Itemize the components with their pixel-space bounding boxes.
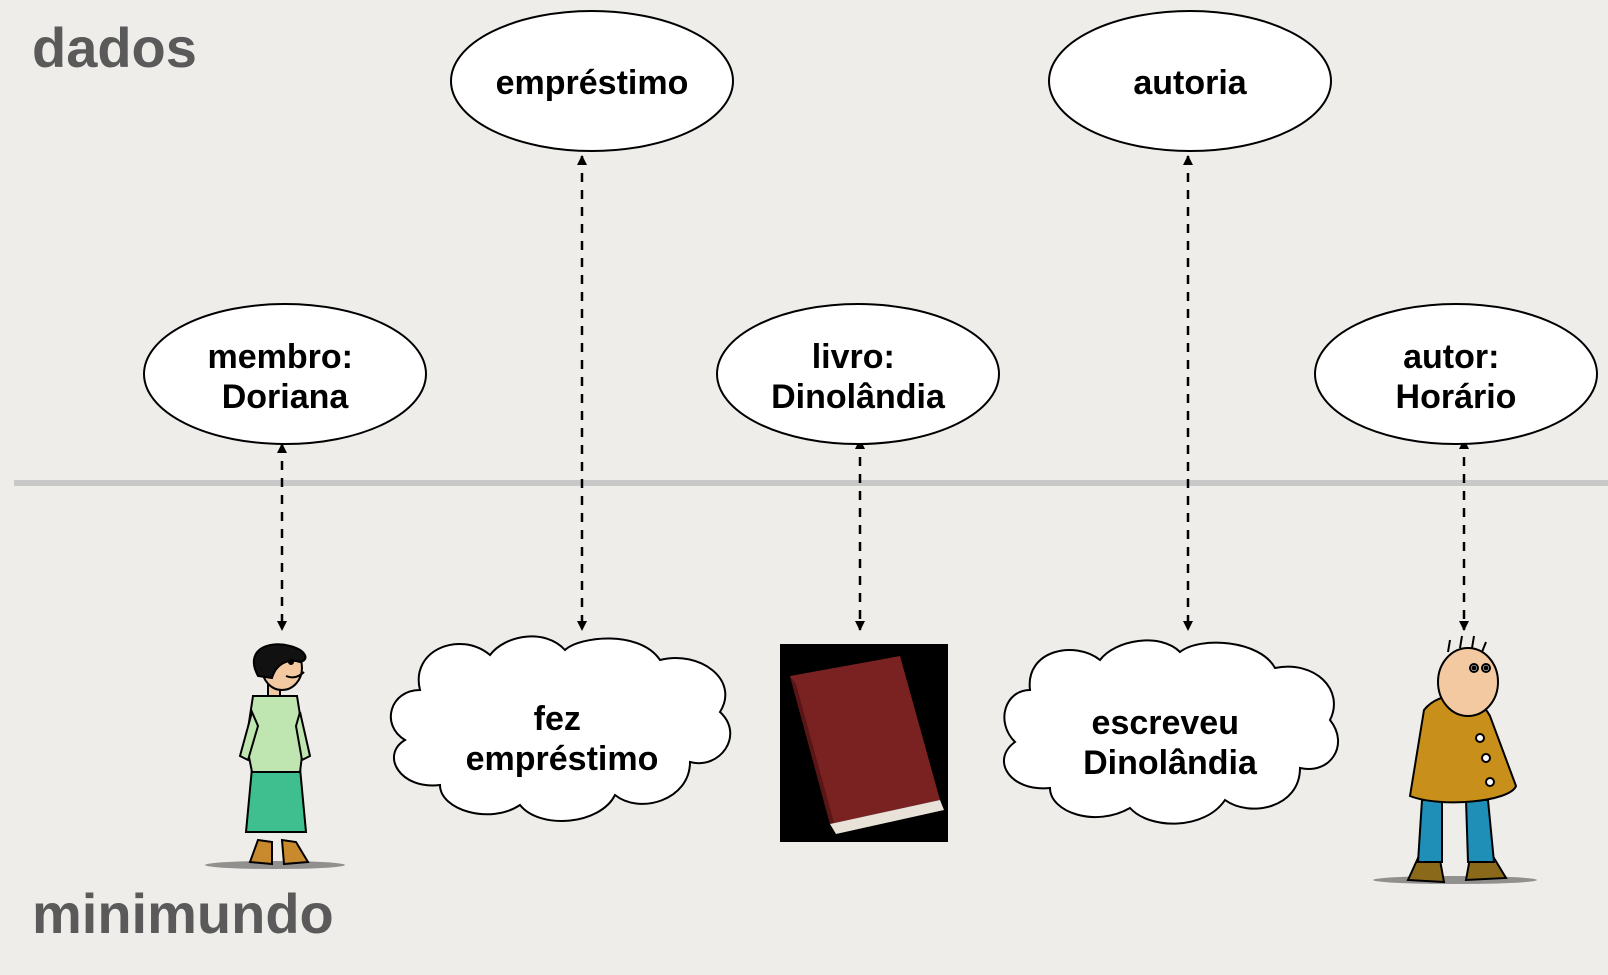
svg-text:membro: Doriana: membro: Doriana <box>208 338 363 416</box>
svg-text:livro: Dinolândia: livro: Dinolândia <box>771 338 946 416</box>
svg-text:autor: Horário: autor: Horário <box>1396 338 1517 416</box>
node-label-line: autor: <box>1403 338 1499 376</box>
node-label-line: empréstimo <box>496 64 689 102</box>
node-label-line: Doriana <box>222 378 350 416</box>
svg-text:escreveu Dinolândia: escreveu Dinolândia <box>1083 704 1258 782</box>
node-label-line: Horário <box>1396 378 1517 416</box>
book-icon <box>780 644 948 842</box>
svg-text:fez empréstimo: fez empréstimo <box>466 700 659 778</box>
node-label-line: livro: <box>812 338 895 376</box>
entity-node-autoria: autoria <box>1048 10 1332 152</box>
connectors <box>277 155 1469 631</box>
cloud-label-line: fez <box>534 700 581 738</box>
node-label-line: Dinolândia <box>771 378 946 416</box>
event-cloud-escreveu-dinolandia: escreveu Dinolândia <box>1003 639 1340 825</box>
entity-node-livro: livro: Dinolândia <box>716 303 1000 445</box>
data-layer-label: dados <box>32 16 197 79</box>
svg-text:autoria: autoria <box>1133 64 1247 102</box>
cloud-label-line: escreveu <box>1092 704 1239 742</box>
svg-text:empréstimo: empréstimo <box>496 64 689 102</box>
entity-node-membro: membro: Doriana <box>143 303 427 445</box>
woman-figure-icon <box>205 643 345 869</box>
event-cloud-fez-emprestimo: fez empréstimo <box>389 635 732 822</box>
cloud-label-line: Dinolândia <box>1083 744 1258 782</box>
entity-node-emprestimo: empréstimo <box>450 10 734 152</box>
cloud-label-line: empréstimo <box>466 740 659 778</box>
entity-node-autor: autor: Horário <box>1314 303 1598 445</box>
node-label-line: membro: <box>208 338 353 376</box>
miniworld-layer-label: minimundo <box>32 882 334 945</box>
node-label-line: autoria <box>1133 64 1247 102</box>
man-figure-icon <box>1373 635 1537 884</box>
